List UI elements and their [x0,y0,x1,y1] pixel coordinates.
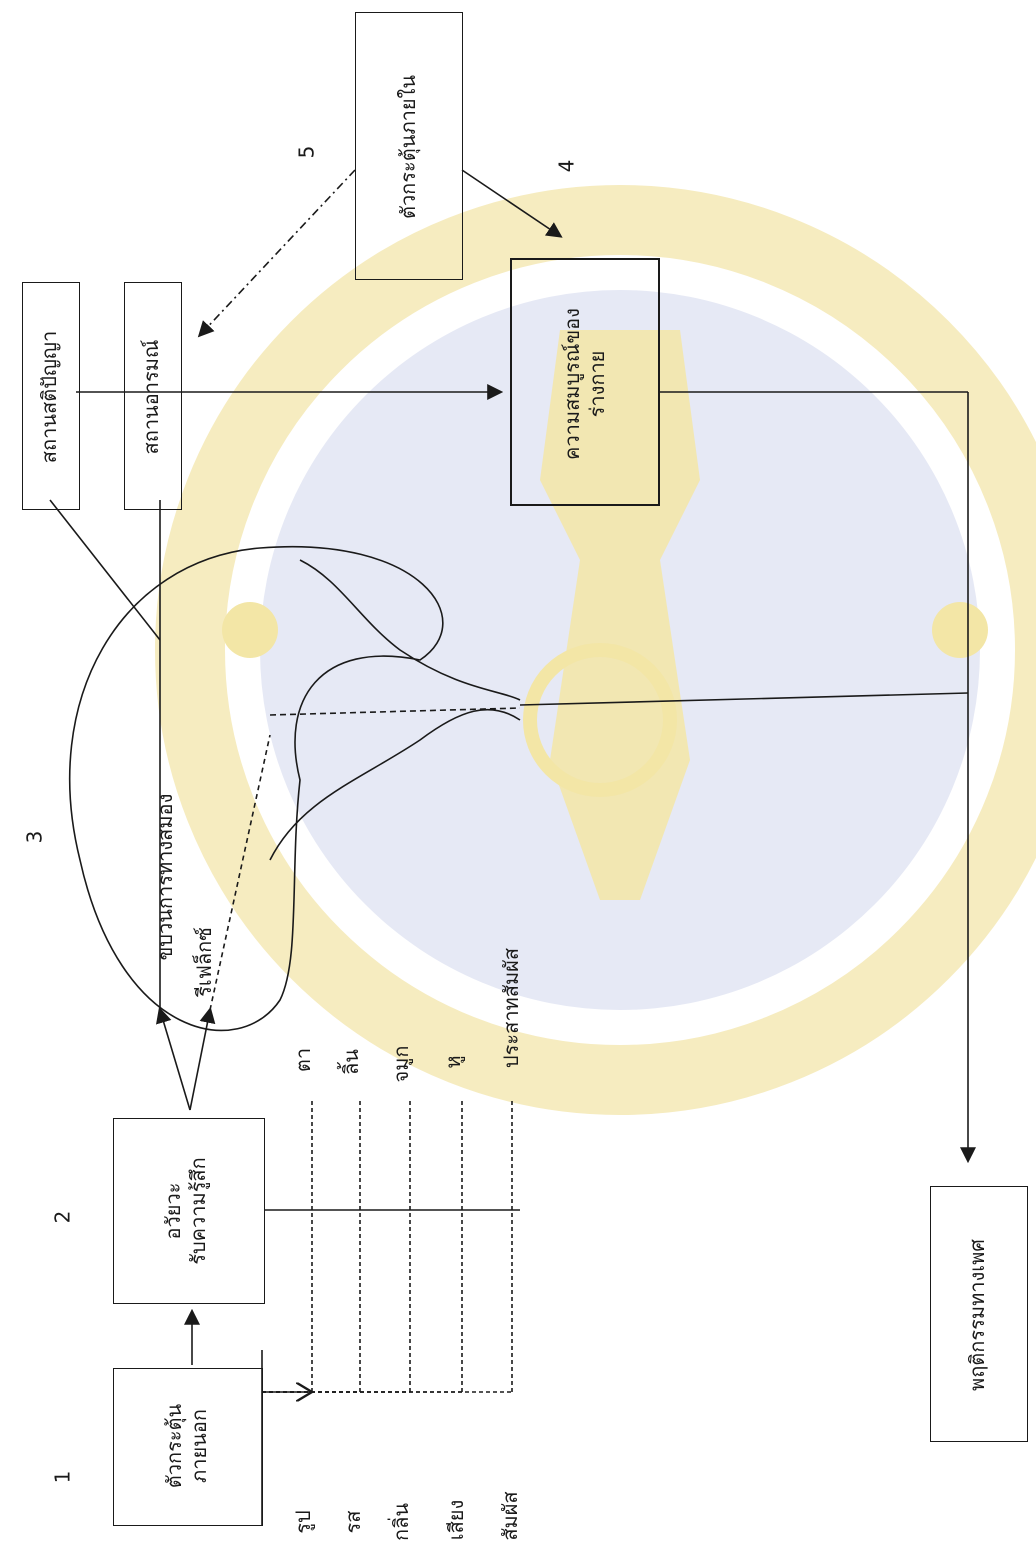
step-number-1: 1 [50,1471,74,1484]
sense-organ-line1: อวัยวะ [161,1126,186,1296]
sexual-behavior-box: พฤติกรรมทางเพศ [930,1186,1028,1442]
step-number-4: 4 [554,160,578,173]
sense-nose: จมูก [389,1029,413,1099]
reflex-label: รีเฟล็กซ์ [192,902,216,1022]
sense-eye: ตา [291,1025,315,1095]
external-stimulus-box: ตัวกระตุ้น ภายนอก [113,1368,263,1526]
emotion-center-label: สถานอารมณ์ [139,283,167,511]
stimulus-touch: สัมผัส [498,1476,522,1556]
body-readiness-line1: ความสมบูรณ์ของ [560,260,585,508]
sense-organ-line2: รับความรู้สึก [186,1126,211,1296]
body-readiness-box: ความสมบูรณ์ของ ร่างกาย [510,258,660,506]
stimulus-sight: รูป [291,1492,315,1552]
body-readiness-label: ความสมบูรณ์ของ ร่างกาย [560,260,612,508]
step-number-3: 3 [22,831,46,844]
sense-organ-box: อวัยวะ รับความรู้สึก [113,1118,265,1304]
sexual-behavior-label: พฤติกรรมทางเพศ [965,1187,993,1443]
sense-organ-label: อวัยวะ รับความรู้สึก [161,1126,213,1296]
internal-stimulus-label: ตัวกระตุ้นภายใน [396,13,424,281]
emotion-center-box: สถานอารมณ์ [124,282,182,510]
stimulus-smell: กลิ่น [389,1492,413,1552]
sense-ear: หู [441,1027,465,1097]
intellect-center-label: สถานสติปัญญา [37,283,65,511]
intellect-center-box: สถานสติปัญญา [22,282,80,510]
step-number-5: 5 [294,146,318,159]
stimulus-sound: เสียง [444,1485,468,1555]
internal-stimulus-box: ตัวกระตุ้นภายใน [355,12,463,280]
stimulus-taste: รส [341,1492,365,1552]
brain-process-label: ขบวนการทางสมอง [153,777,177,977]
external-stimulus-line2: ภายนอก [187,1371,212,1521]
sense-tongue: ลิ้น [339,1027,363,1097]
step-number-2: 2 [50,1211,74,1224]
body-readiness-line2: ร่างกาย [585,260,610,508]
external-stimulus-label: ตัวกระตุ้น ภายนอก [162,1371,212,1521]
external-stimulus-line1: ตัวกระตุ้น [162,1371,187,1521]
sense-touch-nerve: ประสาทสัมผัส [499,933,523,1083]
